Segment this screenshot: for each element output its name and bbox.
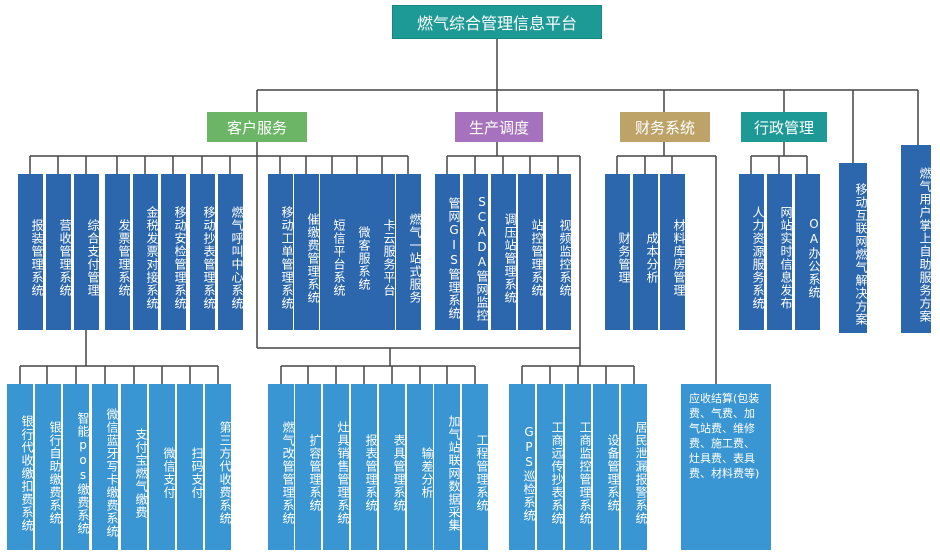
category-production-dispatch: 生产调度: [455, 112, 543, 142]
receivables-settlement-box: 应收结算(包装费、气费、加气站费、维修费、施工费、灶具费、表具费、材料费等): [681, 384, 771, 550]
customer-item: 催缴费管理系统: [294, 174, 320, 330]
mobile-iot-label: 移动互联网燃气解决方案: [854, 182, 868, 326]
finance-item: 材料库房管理: [660, 174, 686, 330]
category-finance-system: 财务系统: [620, 112, 710, 142]
service-sub-item: 表具管理系统: [379, 384, 406, 550]
user-self-service-solution: 燃气用户掌上自助服务方案: [901, 145, 932, 333]
customer-item: 报装管理系统: [18, 174, 44, 330]
payment-item: 银行代收缴扣费系统: [7, 384, 34, 550]
category-admin-management: 行政管理: [741, 112, 827, 142]
customer-item: 卡云服务平台: [370, 174, 396, 330]
customer-item: 移动工单管理系统: [268, 174, 294, 330]
mobile-iot-solution: 移动互联网燃气解决方案: [839, 163, 868, 333]
payment-item: 微信蓝牙写卡缴费系统: [92, 384, 119, 550]
finance-item: 财务管理: [605, 174, 631, 330]
service-sub-item: 加气站联网数据采集: [434, 384, 461, 550]
production-item: 调压站管理系统: [491, 174, 517, 330]
customer-item: 移动抄表管理系统: [190, 174, 216, 330]
customer-item: 微客服系统: [345, 174, 371, 330]
customer-item: 发票管理系统: [105, 174, 131, 330]
customer-item: 燃气一站式服务: [396, 174, 422, 330]
payment-item: 智能pos缴费系统: [63, 384, 90, 550]
customer-item: 移动安检管理系统: [161, 174, 187, 330]
production-sub-item: 设备管理系统: [593, 384, 620, 550]
payment-item: 微信支付: [149, 384, 176, 550]
production-sub-item: 居民泄漏报警系统: [621, 384, 648, 550]
service-sub-item: 报表管理系统: [351, 384, 378, 550]
production-item: 站控管理系统: [518, 174, 544, 330]
service-sub-item: 扩容管理系统: [295, 384, 322, 550]
admin-item: 网站实时信息发布: [767, 174, 793, 330]
payment-item: 扫码支付: [177, 384, 204, 550]
customer-item: 燃气呼叫中心系统: [218, 174, 244, 330]
production-sub-item: GPS巡检系统: [509, 384, 536, 550]
service-sub-item: 燃气改管管理系统: [268, 384, 295, 550]
production-item: 管网GIS管理系统: [435, 174, 461, 330]
user-self-service-label: 燃气用户掌上自助服务方案: [918, 167, 932, 323]
customer-item: 金税发票对接系统: [133, 174, 159, 330]
production-sub-item: 工商监控管理系统: [565, 384, 592, 550]
production-item: 视频监控系统: [546, 174, 572, 330]
admin-item: 人力资源服务系统: [739, 174, 765, 330]
payment-item: 支付宝燃气缴费: [121, 384, 148, 550]
admin-item: OA办公系统: [795, 174, 821, 330]
payment-item: 银行自助缴费系统: [35, 384, 62, 550]
payment-item: 第三方代收费系统: [205, 384, 232, 550]
customer-item: 营收管理系统: [46, 174, 72, 330]
finance-item: 成本分析: [633, 174, 659, 330]
customer-item: 短信平台系统: [320, 174, 346, 330]
service-sub-item: 灶具销售管理系统: [323, 384, 350, 550]
customer-item: 综合支付管理: [74, 174, 100, 330]
platform-title: 燃气综合管理信息平台: [392, 5, 602, 39]
production-sub-item: 工商远传抄表系统: [537, 384, 564, 550]
service-sub-item: 输差分析: [407, 384, 434, 550]
service-sub-item: 工程管理系统: [462, 384, 489, 550]
category-customer-service: 客户服务: [207, 112, 307, 142]
production-item: SCADA管网监控: [463, 174, 489, 330]
